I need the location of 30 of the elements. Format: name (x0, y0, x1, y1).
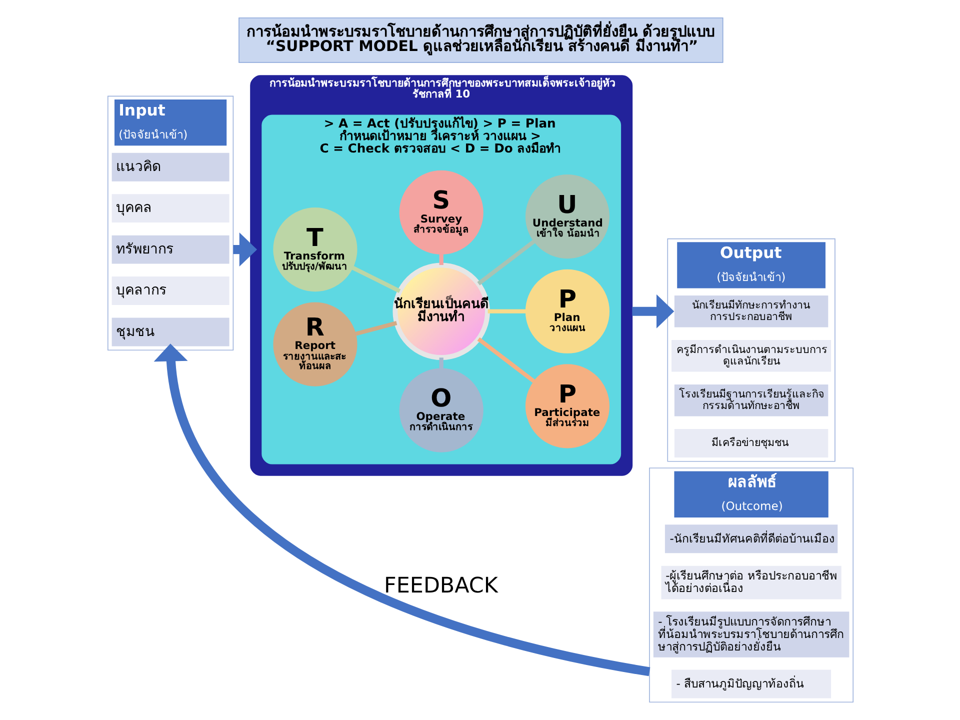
node-circle: R Report รายงานและสะท้อนผล (272, 302, 357, 386)
connector (438, 358, 443, 369)
node-box: - โรงเรียนมีรูปแบบการจัดการศึกษาที่น้อมนำพระบรมราโชบายด้านการศึกษาสู่การปฏิบัติอย่างยั่งยืน (652, 610, 850, 659)
connector (351, 266, 400, 293)
arrow (632, 294, 674, 328)
node-box: นักเรียนมีทักษะการทำงาน การประกอบอาชีพ (672, 294, 829, 328)
node-box: บุคคล (110, 192, 230, 224)
connector (354, 321, 397, 336)
node-circle: O Operate การดำเนินการ (398, 368, 483, 452)
node-box: -นักเรียนมีทัศนคติที่ดีต่อบ้านเมือง (663, 523, 838, 554)
arrow (153, 344, 650, 676)
connector (476, 337, 535, 383)
node-circle: T Transform ปรับปรุง/พัฒนา (272, 208, 357, 292)
node-box: ทรัพยากร (110, 234, 230, 265)
node-circle: นักเรียนเป็นคนดี มีงานทำ (392, 262, 490, 360)
node-circle: S Survey สำรวจข้อมูล (398, 170, 483, 254)
node-box: ครูมีการดำเนินงานตามระบบการดูแลนักเรียน (670, 338, 832, 373)
diagram-title: การน้อมนำพระบรมราโชบายด้านการศึกษาสู่การปฏิบัติที่ยั่งยืน ด้วยรูปแบบ “SUPPORT MODEL ดูแลช่วยเหลือนักเรียน สร้างคนดี มีงานทำ” (246, 23, 714, 56)
node-box: ชุมชน (110, 316, 230, 348)
edge-label: FEEDBACK (384, 573, 498, 598)
node-circle: U Understand เข้าใจ น้อมนำ (524, 174, 610, 259)
connector (438, 254, 443, 265)
arrow (232, 232, 257, 267)
node-circle: P Plan วางแผน (524, 269, 610, 354)
node-box: บุคลากร (110, 275, 230, 306)
node-box: โรงเรียนมีฐานการเรียนรู้และกิจกรรมด้านทักษะอาชีพ (672, 383, 829, 418)
connector (487, 309, 526, 314)
node-box: แนวคิด (110, 152, 230, 183)
connector (476, 240, 535, 286)
node-circle: P Participate มีส่วนร่วม (524, 364, 610, 448)
